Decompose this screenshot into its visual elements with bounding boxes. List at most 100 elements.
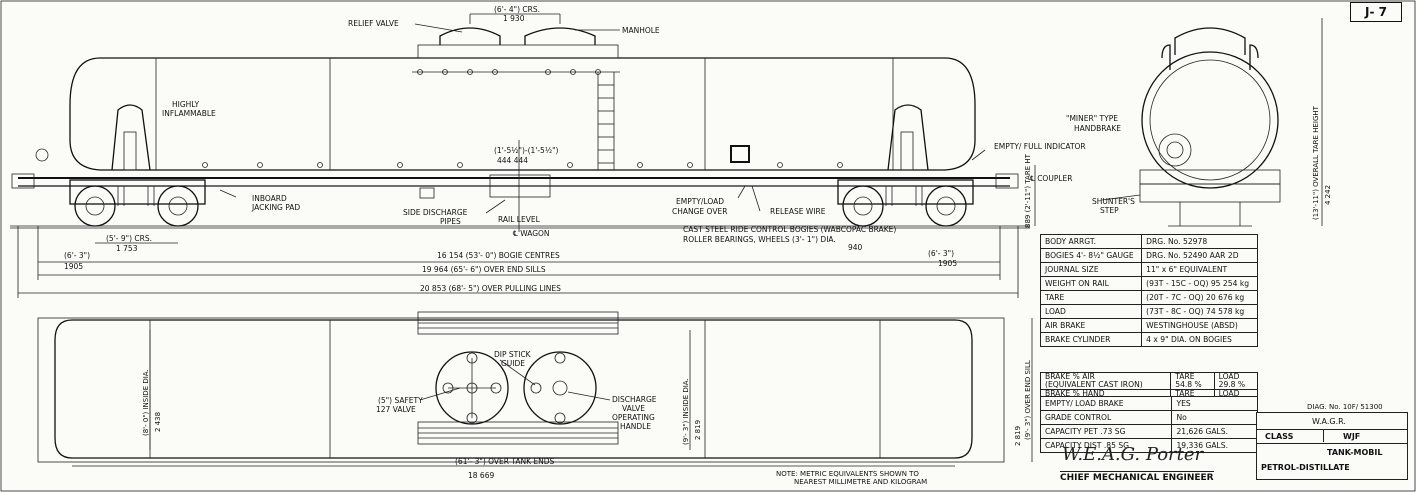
label-bogie-text1: CAST STEEL RIDE CONTROL BOGIES (WABCOPAC… — [683, 225, 896, 234]
spec-table2-cell: 19,336 GALS. — [1171, 438, 1258, 453]
label-tare-ht: 889 (2'-11") TARE HT — [1024, 153, 1032, 228]
spec-table-cell: WEIGHT ON RAIL — [1039, 276, 1143, 291]
label-dim-end-sills: 19 964 (65'- 6") OVER END SILLS — [422, 265, 546, 274]
tank-body — [69, 57, 976, 171]
side-elevation — [10, 13, 1030, 232]
brake-value: 54.8 % — [1175, 380, 1202, 389]
class-value: WJF — [1343, 432, 1361, 441]
label-valve: VALVE — [622, 404, 645, 413]
label-crs-top: (6'- 4") CRS. — [494, 5, 540, 14]
spec-table-cell: DRG. No. 52490 AAR 2D — [1141, 248, 1258, 263]
label-inside-dia-left: (8'- 0") INSIDE DIA. — [142, 369, 150, 436]
labels: RELIEF VALVE MANHOLE (6'- 4") CRS. 1 930… — [64, 5, 1332, 480]
label-wagon-cl: ℄ WAGON — [513, 229, 550, 238]
metric-note: NOTE: METRIC EQUIVALENTS SHOWN TO NEARES… — [776, 470, 927, 486]
label-pipes: PIPES — [440, 217, 461, 226]
right-bogie — [837, 179, 974, 227]
label-tank-ends-mm: 18 669 — [468, 471, 494, 480]
label-inside-dia-right-mm: 2 819 — [694, 420, 702, 440]
label-inflammable: INFLAMMABLE — [162, 109, 216, 118]
label-dim-pulling: 20 853 (68'- 5") OVER PULLING LINES — [420, 284, 561, 293]
relief-valve-dome — [439, 27, 501, 45]
label-overall-ht: (13'-11") OVERALL TARE HEIGHT — [1312, 105, 1320, 220]
note-line-2: NEAREST MILLIMETRE AND KILOGRAM — [794, 478, 928, 486]
label-handle: HANDLE — [620, 422, 651, 431]
label-inboard: INBOARD — [252, 194, 287, 203]
ladder — [597, 72, 615, 170]
title-block: DIAG. No. 10F/ 51300 W.A.G.R. CLASS WJF … — [1256, 403, 1408, 480]
label-relief-valve: RELIEF VALVE — [348, 19, 399, 28]
plan-discharge-dome — [523, 351, 597, 425]
spec-table2-cell: No — [1171, 410, 1258, 425]
label-pipe-crs: (1'-5½")-(1'-5½") — [494, 146, 559, 155]
spec-table2-cell: CAPACITY PET .73 SG — [1039, 424, 1173, 439]
brake-value: 29.8 % — [1218, 380, 1246, 389]
spec-table-cell: (93T - 15C - OQ) 95 254 kg — [1141, 276, 1258, 291]
label-miner: "MINER" TYPE — [1066, 114, 1118, 123]
spec-table-cell: 11" x 6" EQUIVALENT — [1141, 262, 1258, 277]
brake-label: BRAKE % AIR — [1045, 372, 1095, 381]
brake-value-head: LOAD — [1218, 389, 1240, 398]
label-end-left: (6'- 3") — [64, 251, 90, 260]
brake-label-cell: BRAKE % AIR(EQUIVALENT CAST IRON) — [1039, 372, 1172, 390]
spec-table2-cell: CAPACITY DIST .85 SG — [1039, 438, 1173, 453]
spec-table-cell: BODY ARRGT. — [1039, 234, 1143, 249]
spec-table2-cell: YES — [1171, 396, 1258, 411]
brake-label-sub: (EQUIVALENT CAST IRON) — [1045, 380, 1143, 389]
label-pipe-mm: 444 444 — [497, 156, 528, 165]
label-safety-valve: 127 VALVE — [376, 405, 416, 414]
label-rail-level: RAIL LEVEL — [498, 215, 541, 224]
side-dimensions — [17, 18, 1323, 298]
spec-table-row: WEIGHT ON RAIL(93T - 15C - OQ) 95 254 kg — [1039, 276, 1258, 291]
diag-number: DIAG. No. 10F/ 51300 — [1307, 403, 1383, 411]
spec-table2-cell: GRADE CONTROL — [1039, 410, 1173, 425]
sheet-id: J- 7 — [1350, 2, 1402, 22]
spec-table-row: TARE(20T - 7C - OQ) 20 676 kg — [1039, 290, 1258, 305]
plan-safety-dome — [435, 351, 509, 425]
spec-table-cell: JOURNAL SIZE — [1039, 262, 1143, 277]
label-operating: OPERATING — [612, 413, 655, 422]
label-discharge: DISCHARGE — [612, 395, 657, 404]
manhole-dome — [524, 27, 596, 45]
spec-table-cell: (73T - 8C - OQ) 74 578 kg — [1141, 304, 1258, 319]
org-name: W.A.G.R. — [1312, 417, 1346, 426]
leader-lines — [219, 23, 1141, 214]
label-end-right-mm: 1905 — [938, 259, 957, 268]
label-shunters: SHUNTER'S — [1092, 197, 1135, 206]
label-handbrake: HANDBRAKE — [1074, 124, 1121, 133]
brake-value-head: TARE — [1175, 372, 1195, 381]
spec-table-cell: AIR BRAKE — [1039, 318, 1143, 333]
plan-view — [37, 311, 1033, 467]
class-label: CLASS — [1265, 432, 1294, 441]
spec-table-cell: 4 x 9" DIA. ON BOGIES — [1141, 332, 1258, 347]
spec-table-cell: BOGIES 4'- 8½" GAUGE — [1039, 248, 1143, 263]
label-end-left-mm: 1905 — [64, 262, 83, 271]
label-highly: HIGHLY — [172, 100, 199, 109]
left-bogie — [69, 179, 206, 227]
label-safety: (5") SAFETY — [378, 396, 423, 405]
label-bogie-crs: (5'- 9") CRS. — [106, 234, 152, 243]
spec-table-cell: BRAKE CYLINDER — [1039, 332, 1143, 347]
label-empty-full: EMPTY/ FULL INDICATOR — [994, 142, 1086, 151]
label-over-end-sill-mm: 2 819 — [1014, 426, 1022, 446]
wagon-name-2: PETROL-DISTILLATE — [1261, 463, 1350, 472]
signature: W.E.A.G. Porter — [1062, 444, 1204, 465]
spec-table-row: LOAD(73T - 8C - OQ) 74 578 kg — [1039, 304, 1258, 319]
label-inside-dia-right: (9'- 3") INSIDE DIA. — [682, 378, 690, 445]
label-inside-dia-left-mm: 2 438 — [154, 412, 162, 432]
label-empty-load: EMPTY/LOAD — [676, 197, 724, 206]
label-dip-stick: DIP STICK — [494, 350, 532, 359]
label-side-discharge: SIDE DISCHARGE — [403, 208, 468, 217]
label-wheel-mm: 940 — [848, 243, 863, 252]
label-dim-bogie-centres: 16 154 (53'- 0") BOGIE CENTRES — [437, 251, 560, 260]
